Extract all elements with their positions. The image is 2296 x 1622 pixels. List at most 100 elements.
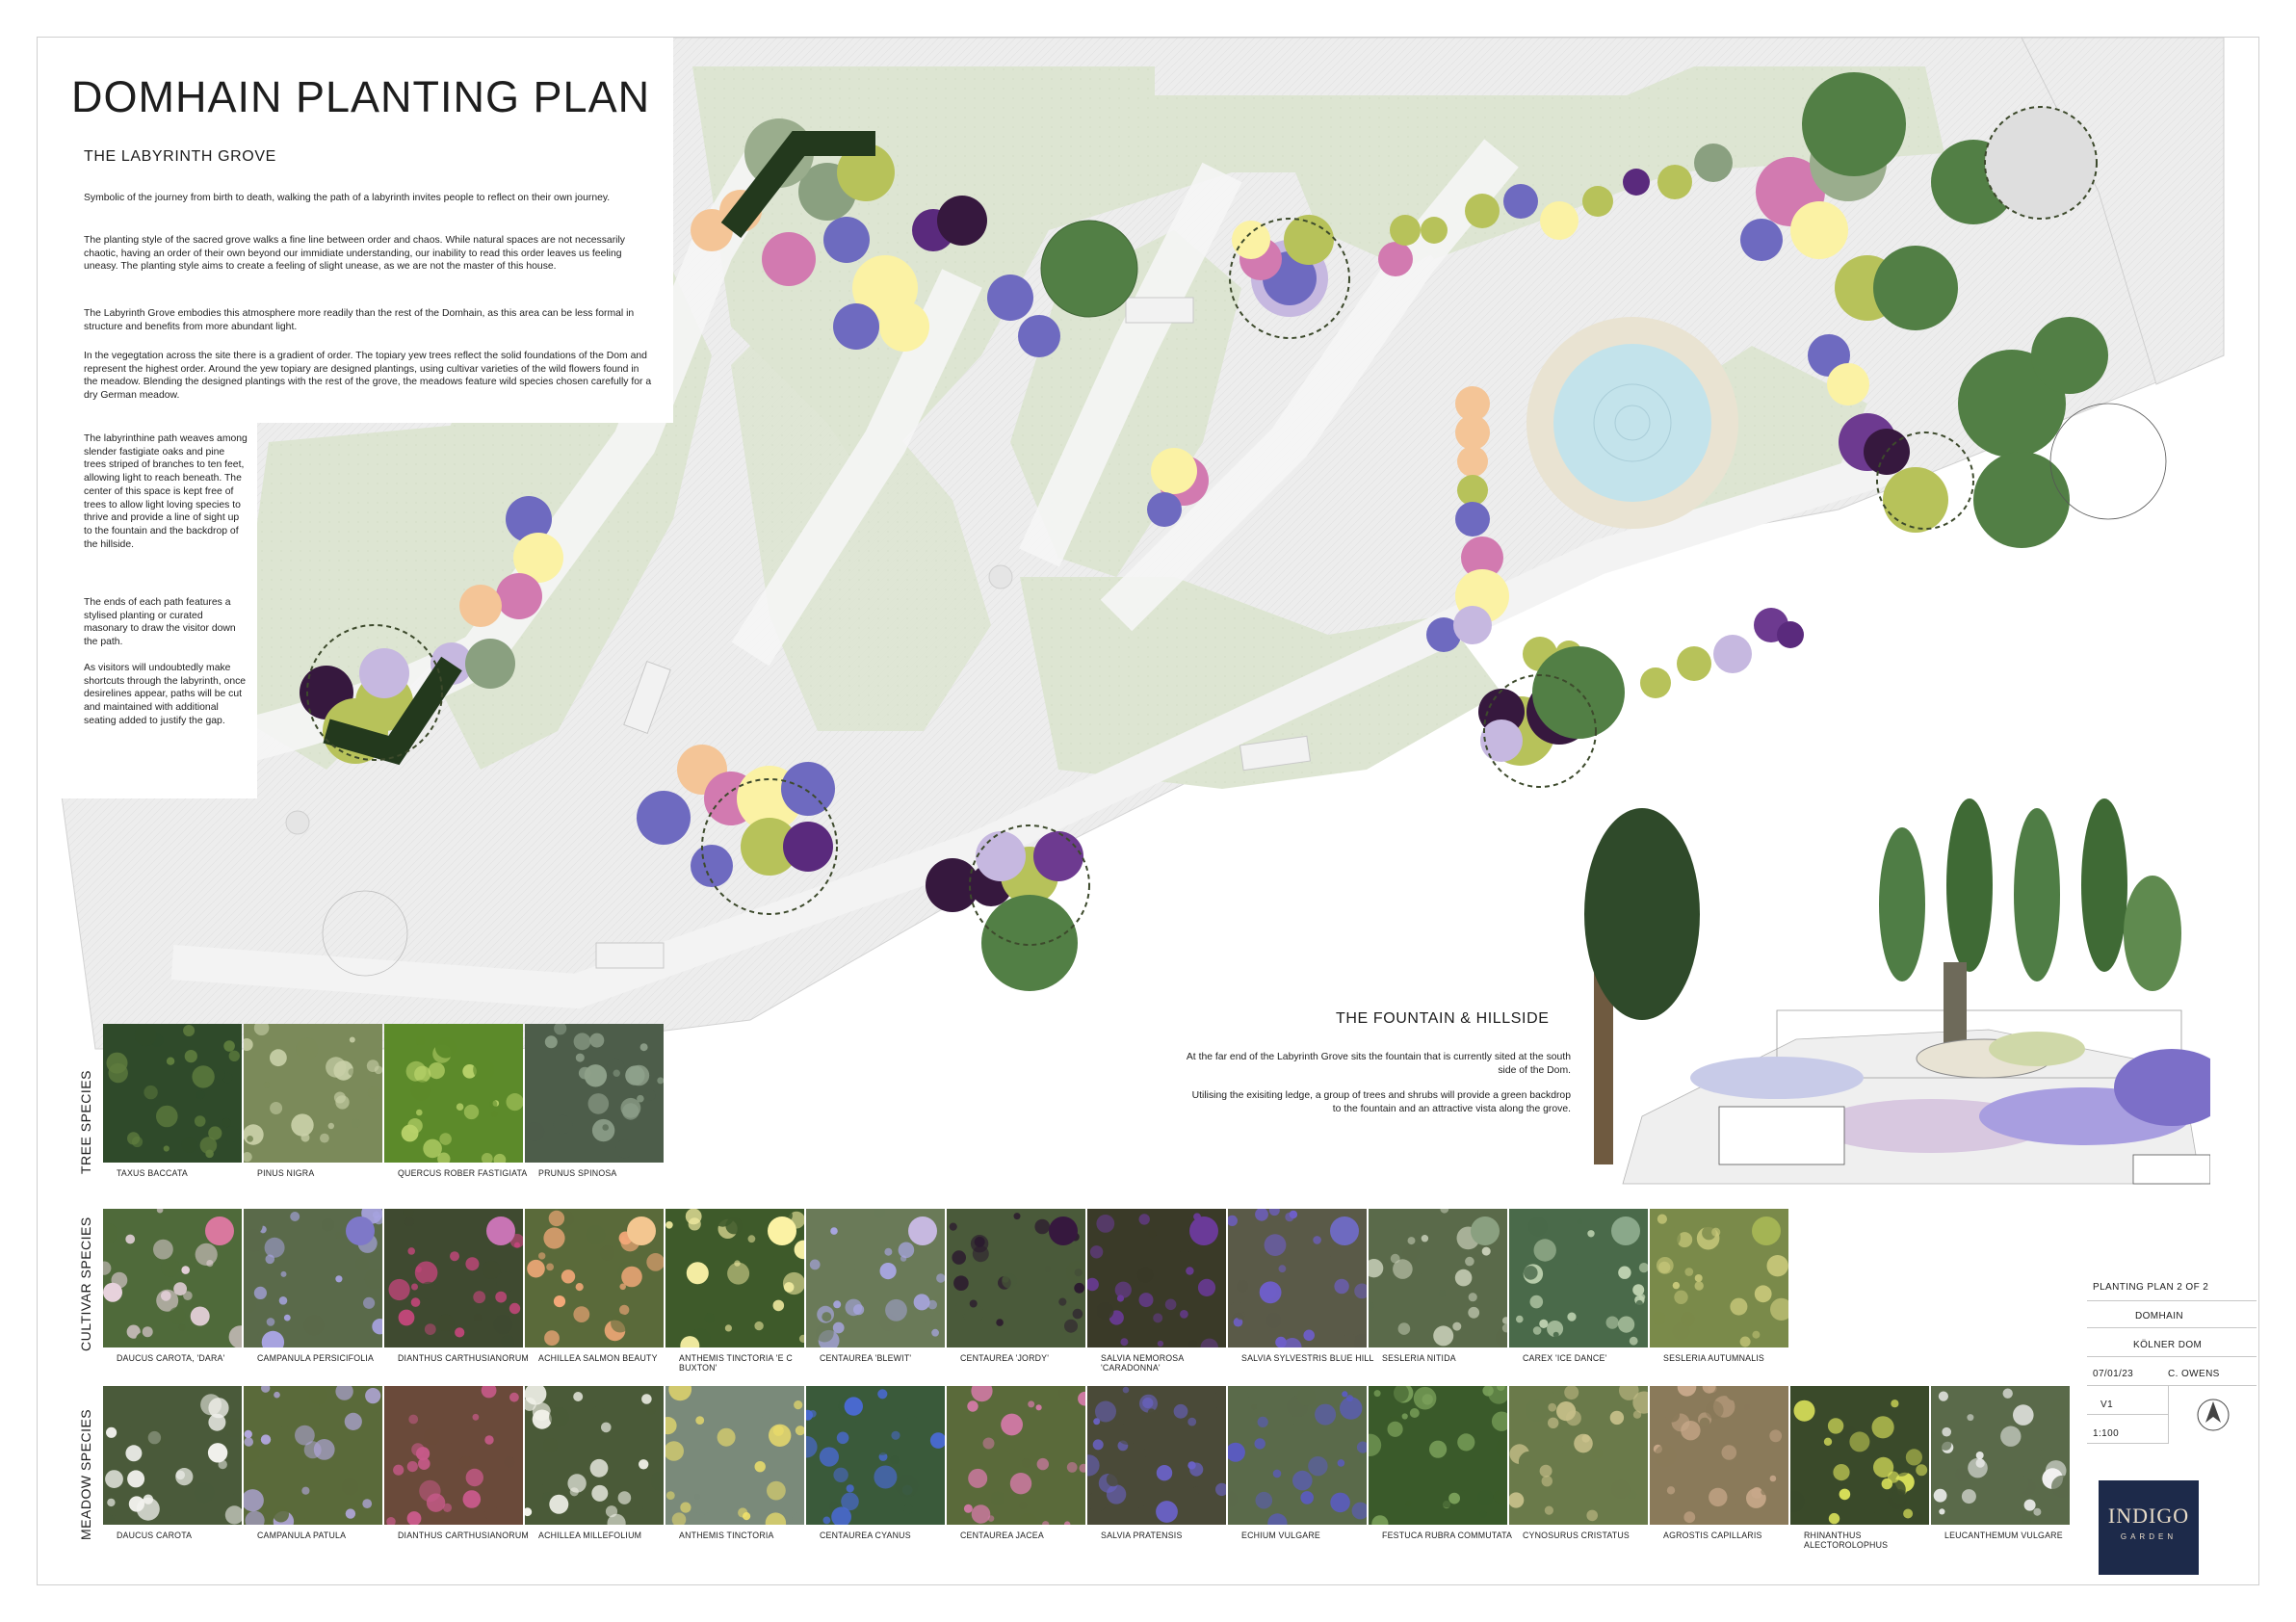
cultivar-species-label: CULTIVAR SPECIES	[78, 1216, 93, 1351]
planting-group	[1147, 448, 1209, 527]
intro-paragraph-5: The labyrinthine path weaves among slend…	[84, 433, 248, 550]
planting-group	[1478, 646, 1625, 788]
bench	[1239, 735, 1312, 772]
species-photo	[806, 1209, 945, 1347]
species-photo	[1087, 1209, 1226, 1347]
outer-path	[170, 444, 1912, 1009]
species-name: PRUNUS SPINOSA	[538, 1168, 617, 1178]
species-name: QUERCUS ROBER FASTIGIATA	[398, 1168, 528, 1178]
tree	[1802, 72, 2167, 548]
legend-color-dot	[627, 1216, 656, 1245]
species-photo	[806, 1386, 945, 1525]
client-name: KÖLNER DOM	[2133, 1340, 2203, 1350]
planting-group	[691, 118, 987, 352]
species-photo	[1650, 1386, 1788, 1525]
title-block-revision: V1	[2087, 1386, 2168, 1415]
species-photo	[525, 1024, 664, 1163]
drawing-scale: 1:100	[2093, 1428, 2120, 1439]
fountain-paragraph-2: Utilising the exisiting ledge, a group o…	[1191, 1090, 1571, 1115]
title-block-project: DOMHAIN	[2087, 1301, 2257, 1328]
species-name: PINUS NIGRA	[257, 1168, 315, 1178]
revision: V1	[2100, 1400, 2114, 1410]
species-photo	[244, 1024, 382, 1163]
species-name: CENTAUREA JACEA	[960, 1530, 1044, 1540]
fountain-paragraph-1: At the far end of the Labyrinth Grove si…	[1186, 1052, 1571, 1077]
species-name: CENTAUREA 'JORDY'	[960, 1353, 1050, 1363]
species-photo	[1087, 1386, 1226, 1525]
title-block-client: KÖLNER DOM	[2087, 1328, 2257, 1357]
legend-color-dot	[908, 1216, 937, 1245]
species-name: RHINANTHUS ALECTOROLOPHUS	[1804, 1530, 1889, 1551]
drawn-by: C. OWENS	[2168, 1369, 2220, 1379]
species-name: AGROSTIS CAPILLARIS	[1663, 1530, 1762, 1540]
species-photo	[947, 1386, 1085, 1525]
boulder	[285, 810, 310, 835]
fountain-title: THE FOUNTAIN & HILLSIDE	[1336, 1010, 1550, 1027]
intro-paragraph-6: The ends of each path features a stylise…	[84, 597, 236, 648]
species-photo	[103, 1024, 242, 1163]
species-name: CAMPANULA PERSICIFOLIA	[257, 1353, 375, 1363]
species-photo	[525, 1209, 664, 1347]
intro-panel-lower	[38, 423, 257, 798]
drawing-date: 07/01/23	[2093, 1369, 2134, 1379]
legend-color-dot	[1471, 1216, 1500, 1245]
species-name: SALVIA PRATENSIS	[1101, 1530, 1183, 1540]
species-photo	[1228, 1386, 1367, 1525]
species-name: DIANTHUS CARTHUSIANORUM	[398, 1530, 529, 1540]
legend-color-dot	[1752, 1216, 1781, 1245]
legend-color-dot	[486, 1216, 515, 1245]
planting-group	[926, 824, 1090, 991]
intro-paragraph-4: In the vegegtation across the site there…	[84, 351, 652, 402]
species-name: LEUCANTHEMUM VULGARE	[1944, 1530, 2063, 1540]
title-block-scale: 1:100	[2087, 1415, 2168, 1444]
title-block-sheet: PLANTING PLAN 2 OF 2	[2087, 1274, 2257, 1301]
species-photo	[1369, 1386, 1507, 1525]
species-photo	[525, 1386, 664, 1525]
species-photo	[103, 1209, 242, 1347]
species-name: SALVIA NEMOROSA 'CARADONNA'	[1101, 1353, 1184, 1373]
species-photo	[384, 1024, 523, 1163]
sheet-number: PLANTING PLAN 2 OF 2	[2093, 1282, 2209, 1293]
legend-color-dot	[1611, 1216, 1640, 1245]
species-name: CENTAUREA 'BLEWIT'	[820, 1353, 912, 1363]
project-name: DOMHAIN	[2135, 1311, 2184, 1321]
species-photo	[1931, 1386, 2070, 1525]
indigo-garden-logo: INDIGO GARDEN	[2099, 1480, 2199, 1575]
species-name: CENTAUREA CYANUS	[820, 1530, 911, 1540]
species-name: ACHILLEA MILLEFOLIUM	[538, 1530, 642, 1540]
species-name: CYNOSURUS CRISTATUS	[1523, 1530, 1630, 1540]
planting-group	[987, 215, 1350, 357]
grass-bed	[1280, 95, 1578, 269]
intro-paragraph-7: As visitors will undoubtedly make shortc…	[84, 663, 247, 726]
page-title: DOMHAIN PLANTING PLAN	[71, 72, 651, 121]
fountain	[1526, 317, 1738, 529]
tree	[1040, 220, 1138, 318]
legend-color-dot	[1189, 1216, 1218, 1245]
species-photo	[665, 1386, 804, 1525]
legend-color-dot	[1330, 1216, 1359, 1245]
species-photo	[244, 1386, 382, 1525]
boulder	[988, 564, 1013, 589]
species-photo	[947, 1209, 1085, 1347]
legend-color-dot	[768, 1216, 796, 1245]
species-photo	[1650, 1209, 1788, 1347]
planting-group	[430, 496, 563, 689]
legend-color-dot	[1049, 1216, 1078, 1245]
species-name: CAMPANULA PATULA	[257, 1530, 347, 1540]
bench	[595, 942, 665, 969]
species-name: TAXUS BACCATA	[117, 1168, 188, 1178]
logo-line-2: GARDEN	[2120, 1532, 2178, 1541]
species-photo	[1228, 1209, 1367, 1347]
species-photo	[1369, 1209, 1507, 1347]
grass-bed	[1020, 577, 1501, 789]
north-arrow	[2168, 1386, 2257, 1444]
bench	[1125, 297, 1194, 324]
species-name: SESLERIA NITIDA	[1382, 1353, 1456, 1363]
intro-paragraph-1: Symbolic of the journey from birth to de…	[84, 193, 611, 203]
tree-species-label: TREE SPECIES	[78, 1070, 93, 1174]
species-name: CAREX 'ICE DANCE'	[1523, 1353, 1607, 1363]
intro-paragraph-3: The Labyrinth Grove embodies this atmosp…	[84, 308, 635, 332]
planting-row	[1378, 144, 1733, 276]
meadow-species-label: MEADOW SPECIES	[78, 1408, 93, 1540]
species-name: SALVIA SYLVESTRIS BLUE HILL	[1241, 1353, 1374, 1363]
